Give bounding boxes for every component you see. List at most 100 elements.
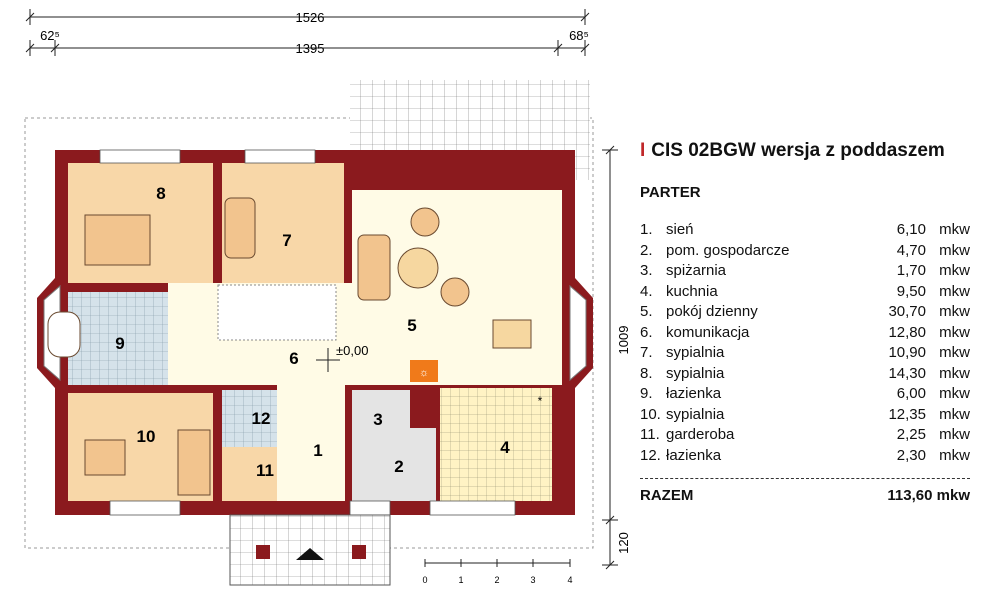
- room-unit: mkw: [939, 262, 970, 279]
- room-name: łazienka: [666, 446, 722, 464]
- room-row: 4. kuchnia 9,50 mkw: [640, 282, 970, 303]
- dim-right-offset: 68⁵: [569, 28, 589, 43]
- room-area: 12,35: [888, 405, 926, 423]
- windows: [99, 149, 516, 516]
- room-name: łazienka: [666, 385, 722, 402]
- room-name: pokój dzienny: [666, 303, 758, 320]
- room-name: sypialnia: [666, 405, 725, 423]
- room-2-fill: [352, 428, 436, 501]
- room-area: 4,70: [896, 241, 926, 259]
- room-area: 30,70: [888, 303, 926, 320]
- floor-label: PARTER: [640, 184, 701, 201]
- appliance-star-icon: *: [538, 394, 543, 408]
- room-row: 12. łazienka 2,30 mkw: [640, 446, 970, 467]
- room-area: 6,00: [896, 385, 926, 402]
- room-num: 6.: [640, 323, 653, 341]
- room-row: 5. pokój dzienny 30,70 mkw: [640, 302, 970, 323]
- room-area: 12,80: [888, 323, 926, 341]
- room-num: 10.: [640, 405, 661, 423]
- room-name: spiżarnia: [666, 262, 727, 279]
- room-area: 2,25: [896, 426, 926, 443]
- room-unit: mkw: [939, 303, 970, 320]
- room-num: 5.: [640, 303, 653, 320]
- room-number-2: 2: [394, 457, 403, 476]
- dim-inner-width: 1395: [296, 41, 325, 56]
- dim-depth: 1009: [616, 326, 630, 355]
- room-area: 10,90: [888, 344, 926, 361]
- room-num: 7.: [640, 344, 653, 361]
- room-3-fill: [352, 390, 410, 428]
- room-unit: mkw: [939, 426, 970, 443]
- room-number-7: 7: [282, 231, 291, 250]
- room-number-9: 9: [115, 334, 124, 353]
- room-area: 2,30: [896, 446, 926, 464]
- room-number-4: 4: [500, 438, 510, 457]
- room-4-fill: [440, 388, 552, 501]
- room-num: 1.: [640, 221, 653, 238]
- entrance-porch: [229, 152, 566, 586]
- room-row: 9. łazienka 6,00 mkw: [640, 384, 970, 405]
- fireplace-icon: ☼: [410, 360, 438, 382]
- room-area: 6,10: [896, 221, 926, 238]
- svg-text:☼: ☼: [419, 367, 429, 379]
- room-number-12: 12: [252, 409, 271, 428]
- room-number-11: 11: [256, 461, 274, 480]
- room-number-5: 5: [407, 316, 416, 335]
- room-num: 12.: [640, 446, 661, 464]
- room-unit: mkw: [939, 241, 970, 259]
- scale-tick: 1: [458, 575, 463, 585]
- total-row: RAZEM 113,60 mkw: [640, 487, 970, 504]
- level-mark: [316, 348, 340, 372]
- total-label: RAZEM: [640, 487, 694, 504]
- room-unit: mkw: [939, 446, 970, 464]
- scale-tick: 2: [494, 575, 499, 585]
- room-name: sień: [666, 221, 694, 238]
- room-area: 1,70: [896, 262, 926, 279]
- scale-tick: 0: [422, 575, 427, 585]
- room-row: 10. sypialnia 12,35 mkw: [640, 405, 970, 426]
- plan-title-text: CIS 02BGW wersja z poddaszem: [651, 140, 945, 161]
- room-num: 2.: [640, 241, 653, 259]
- room-number-1: 1: [313, 441, 322, 460]
- room-row: 6. komunikacja 12,80 mkw: [640, 323, 970, 344]
- room-num: 9.: [640, 385, 653, 402]
- room-area: 14,30: [888, 364, 926, 382]
- total-value: 113,60 mkw: [887, 487, 970, 504]
- room-number-3: 3: [373, 410, 382, 429]
- level-mark-text: ±0,00: [336, 343, 368, 358]
- room-name: kuchnia: [666, 282, 718, 300]
- dim-overall-width: 1526: [296, 10, 325, 25]
- room-area: 9,50: [896, 282, 926, 300]
- room-unit: mkw: [939, 282, 970, 300]
- room-unit: mkw: [939, 405, 970, 423]
- floor-plan: 1526 1395 62⁵ 68⁵ 1009 120: [24, 9, 630, 586]
- room-name: garderoba: [666, 426, 735, 443]
- stairs: [217, 284, 337, 341]
- room-row: 2. pom. gospodarcze 4,70 mkw: [640, 241, 970, 262]
- divider: [640, 478, 970, 479]
- room-unit: mkw: [939, 221, 970, 238]
- scale-tick: 3: [530, 575, 535, 585]
- room-name: sypialnia: [666, 364, 725, 382]
- room-num: 11.: [640, 426, 660, 443]
- dimension-lines: [25, 9, 618, 570]
- room-1-fill: [277, 385, 345, 501]
- room-unit: mkw: [939, 364, 970, 382]
- dim-left-offset: 62⁵: [40, 28, 60, 43]
- scale-tick: 4: [567, 575, 572, 585]
- room-name: komunikacja: [666, 323, 750, 341]
- dim-terrace-depth: 120: [616, 532, 630, 554]
- room-unit: mkw: [939, 385, 970, 402]
- room-11-fill: [222, 447, 277, 501]
- room-row: 1. sień 6,10 mkw: [640, 220, 970, 241]
- room-number-6: 6: [289, 349, 298, 368]
- room-name: pom. gospodarcze: [666, 241, 790, 259]
- room-name: sypialnia: [666, 344, 725, 361]
- room-unit: mkw: [939, 323, 970, 341]
- room-num: 4.: [640, 282, 653, 300]
